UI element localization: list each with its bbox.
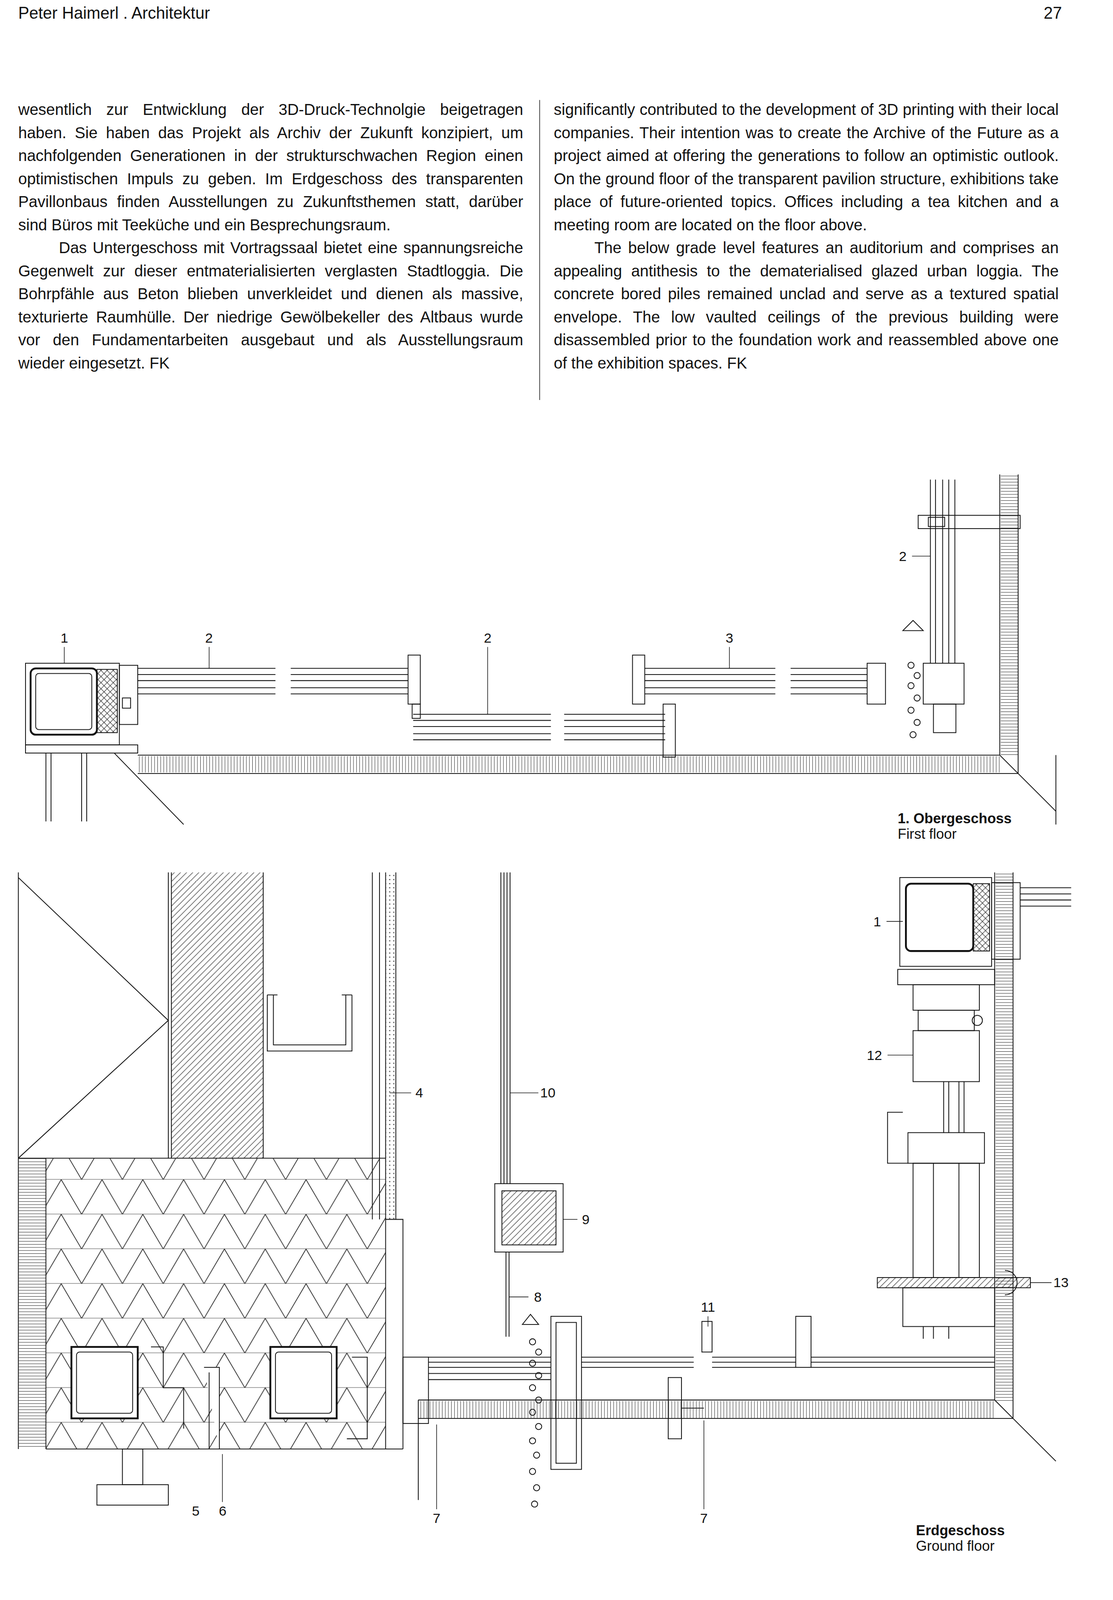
callout-number: 4 (413, 1085, 426, 1101)
callout-number: 7 (698, 1510, 710, 1526)
callout-number: 1 (58, 630, 71, 646)
floor-caption: 1. Obergeschoss (897, 811, 1012, 827)
body-text: Das Untergeschoss mit Vortragssaal biete… (18, 236, 524, 375)
callout-number: 1 (871, 914, 884, 930)
callout-number: 7 (431, 1510, 443, 1526)
callout-number: 13 (1051, 1274, 1071, 1290)
body-text: The below grade level features an audito… (553, 236, 1059, 375)
floor-caption: Erdgeschoss (915, 1523, 1005, 1539)
floor-caption: First floor (897, 826, 957, 843)
callout-number: 10 (538, 1085, 557, 1101)
callout-number: 2 (482, 630, 494, 646)
body-text: significantly contributed to the develop… (553, 98, 1059, 237)
page-number: 27 (1043, 4, 1062, 23)
page-header: Peter Haimerl . Architektur (18, 4, 210, 23)
callout-number: 2 (203, 630, 215, 646)
callout-number: 5 (190, 1503, 202, 1519)
floor-caption: Ground floor (915, 1538, 995, 1555)
callout-number: 2 (897, 548, 909, 564)
callout-number: 6 (217, 1503, 229, 1519)
body-text: wesentlich zur Entwicklung der 3D-Druck-… (18, 98, 524, 237)
text-column: wesentlich zur Entwicklung der 3D-Druck-… (18, 98, 524, 375)
callout-number: 8 (532, 1289, 544, 1305)
callout-number: 3 (723, 630, 736, 646)
callout-number: 12 (864, 1047, 884, 1063)
callout-number: 9 (580, 1211, 592, 1228)
text-column: significantly contributed to the develop… (553, 98, 1059, 375)
callout-number: 11 (698, 1299, 717, 1315)
